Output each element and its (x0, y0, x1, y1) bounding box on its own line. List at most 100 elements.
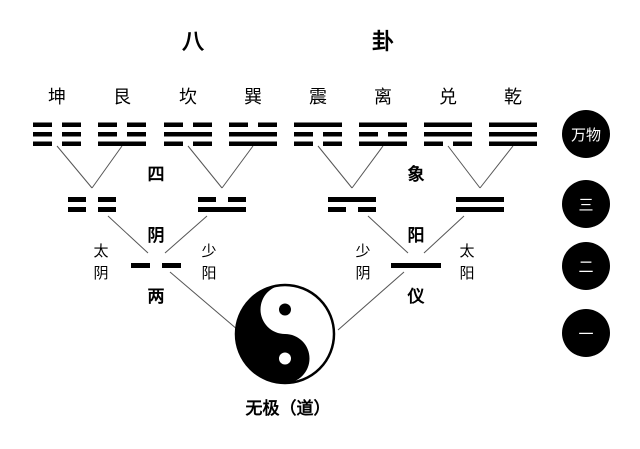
trigram-name-zhen: 震 (309, 87, 327, 108)
connector-sixiang-2 (164, 215, 208, 254)
connector-yin-taiji (169, 271, 239, 331)
side-label-taiyin-2: 阴 (93, 264, 108, 282)
trigram-7-line-2-yang (424, 132, 472, 137)
trigram-6-line-2-yin-left (359, 132, 378, 137)
trigram-symbols (33, 122, 537, 146)
sixiang-1-line-1-yin-left (68, 207, 86, 212)
trigram-3-line-2-yang (164, 132, 212, 137)
sixiang-3-line-1-yin-left (328, 207, 346, 212)
sixiang-3-line-2-yang (328, 197, 376, 202)
trigram-names: 坤 艮 坎 巽 震 离 兑 乾 (48, 87, 522, 108)
trigram-1-line-1-yin-right (62, 141, 81, 146)
trigram-name-gen: 艮 (113, 87, 131, 108)
liangyi-label-left: 两 (148, 287, 165, 307)
trigram-2-line-3-yin-right (127, 122, 146, 127)
taiji-icon (234, 283, 336, 385)
connector-trigram-7 (447, 145, 481, 189)
trigram-2-line-2-yin-right (127, 132, 146, 137)
sixiang-label-right: 象 (408, 164, 425, 185)
trigram-5-line-1-yin-right (323, 141, 342, 146)
trigram-8-line-2-yang (489, 132, 537, 137)
trigram-5-line-2-yin-left (294, 132, 313, 137)
level-circle-one (562, 309, 610, 357)
side-label-shaoyang-2: 阳 (201, 264, 216, 282)
sixiang-2-line-1-yang (198, 207, 246, 212)
trigram-1-line-2-yin-right (62, 132, 81, 137)
sixiang-label-left: 四 (148, 165, 165, 185)
sixiang-symbols (68, 197, 504, 212)
connector-trigram-3 (187, 145, 223, 189)
connector-yang-taiji (337, 271, 405, 331)
side-label-taiyang-1: 太 (459, 242, 474, 260)
trigram-5-line-3-yang (294, 122, 342, 127)
trigram-6-line-1-yang (359, 141, 407, 146)
level-circle-three (562, 180, 610, 228)
liangyi-yin-line-1-yin-left (131, 263, 150, 268)
title-right: 卦 (372, 30, 394, 55)
trigram-8-line-1-yang (489, 141, 537, 146)
trigram-6-line-3-yang (359, 122, 407, 127)
trigram-1-line-1-yin-left (33, 141, 52, 146)
trigram-3-line-1-yin-right (193, 141, 212, 146)
sixiang-1-line-1-yin-right (98, 207, 116, 212)
trigram-4-line-3-yin-right (258, 122, 277, 127)
level-label-wanwu: 万物 (571, 126, 601, 144)
liangyi-yang-line-1-yang (391, 263, 441, 268)
yin-label: 阴 (148, 226, 165, 246)
liangyi-yin-line-1-yin-right (162, 263, 181, 268)
connector-lines (56, 145, 514, 331)
level-circle-two (562, 242, 610, 290)
trigram-5-line-2-yin-right (323, 132, 342, 137)
connector-sixiang-4 (423, 215, 465, 254)
connector-trigram-4 (221, 145, 254, 189)
connector-trigram-5 (317, 145, 353, 189)
trigram-4-line-2-yang (229, 132, 277, 137)
trigram-1-line-2-yin-left (33, 132, 52, 137)
connector-sixiang-3 (367, 215, 409, 254)
connector-trigram-8 (479, 145, 514, 189)
trigram-6-line-2-yin-right (388, 132, 407, 137)
level-label-one: 一 (578, 325, 593, 343)
trigram-name-kan: 坎 (179, 87, 197, 108)
trigram-2-line-2-yin-left (98, 132, 117, 137)
connector-sixiang-1 (107, 215, 149, 254)
sixiang-1-line-2-yin-left (68, 197, 86, 202)
sixiang-1-line-2-yin-right (98, 197, 116, 202)
level-circle-wanwu (562, 110, 610, 158)
liangyi-symbols (131, 263, 441, 268)
trigram-3-line-3-yin-right (193, 122, 212, 127)
side-label-taiyang-2: 阳 (459, 264, 474, 282)
side-label-shaoyang-1: 少 (201, 242, 216, 260)
trigram-1-line-3-yin-right (62, 122, 81, 127)
trigram-name-li: 离 (374, 87, 392, 108)
wuji-label: 无极（道） (245, 398, 331, 419)
side-label-taiyin-1: 太 (93, 242, 108, 260)
trigram-4-line-3-yin-left (229, 122, 248, 127)
trigram-7-line-1-yin-left (424, 141, 443, 146)
connector-trigram-6 (351, 145, 384, 189)
trigram-name-kun: 坤 (48, 87, 66, 108)
trigram-3-line-3-yin-left (164, 122, 183, 127)
sixiang-2-line-2-yin-right (228, 197, 246, 202)
trigram-name-qian: 乾 (504, 87, 522, 108)
trigram-7-line-3-yang (424, 122, 472, 127)
level-markers: 万物 三 二 一 (562, 110, 610, 357)
trigram-4-line-1-yang (229, 141, 277, 146)
title-left: 八 (182, 30, 205, 55)
connector-trigram-2 (91, 145, 123, 189)
trigram-5-line-1-yin-left (294, 141, 313, 146)
connector-trigram-1 (56, 145, 93, 189)
trigram-2-line-1-yang (98, 141, 146, 146)
sixiang-2-line-2-yin-left (198, 197, 216, 202)
level-label-two: 二 (578, 258, 593, 276)
sixiang-4-line-1-yang (456, 207, 504, 212)
trigram-name-dui: 兑 (439, 87, 457, 108)
trigram-1-line-3-yin-left (33, 122, 52, 127)
sixiang-3-line-1-yin-right (358, 207, 376, 212)
yang-label: 阳 (408, 226, 425, 246)
liangyi-label-right: 仪 (407, 287, 426, 307)
level-label-three: 三 (578, 196, 593, 214)
trigram-7-line-1-yin-right (453, 141, 472, 146)
